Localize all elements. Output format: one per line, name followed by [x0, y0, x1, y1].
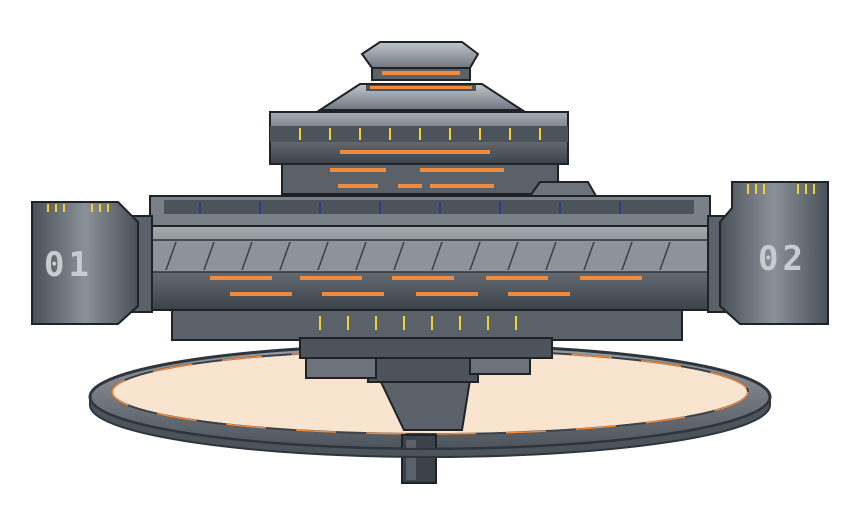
main-hull: [131, 181, 729, 359]
ring-front-rim: [89, 396, 771, 458]
pod-label-left: 01: [44, 245, 93, 285]
left-pod: 01: [31, 201, 153, 325]
top-dome: [316, 41, 526, 111]
pod-label-right: 02: [758, 239, 807, 279]
upper-deck: [269, 111, 569, 195]
right-pod: 02: [707, 181, 829, 325]
